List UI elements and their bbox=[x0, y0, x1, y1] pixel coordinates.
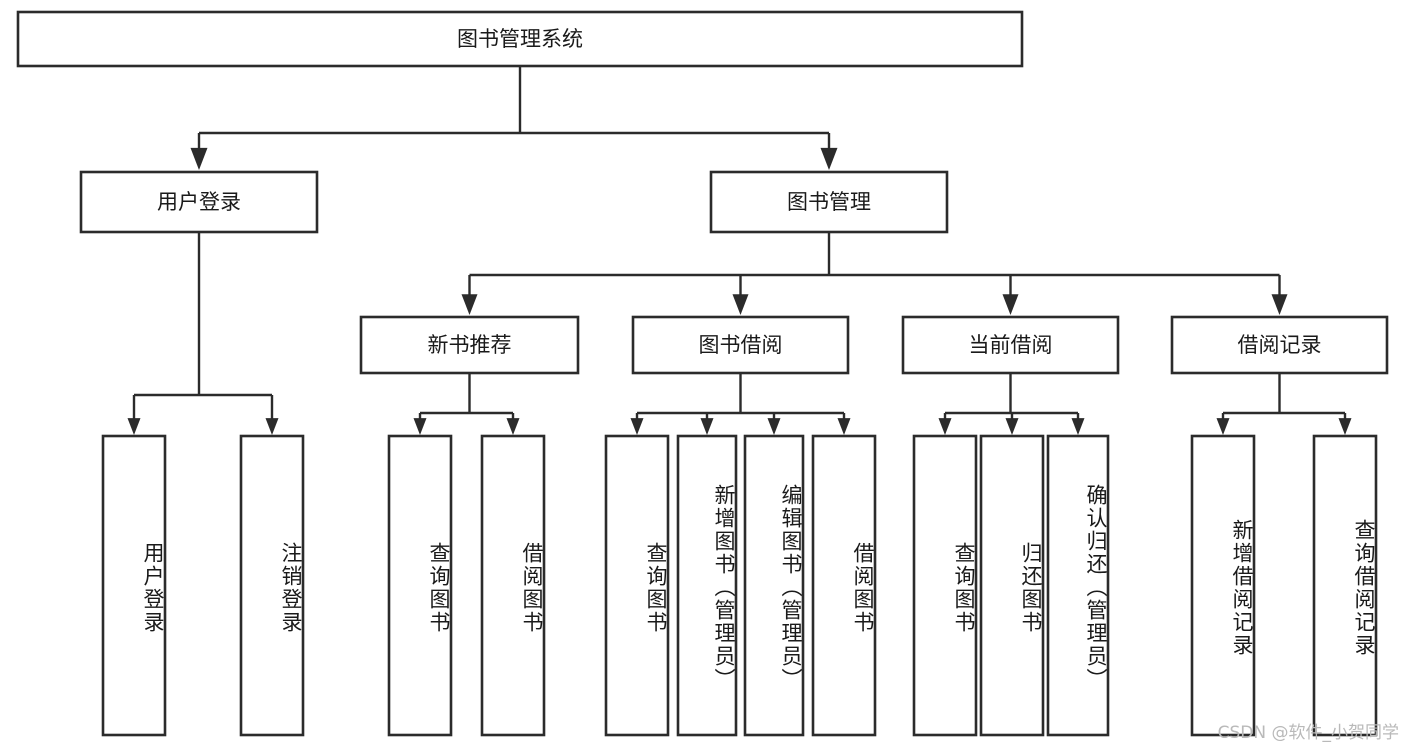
node-label-user-login: 用户登录 bbox=[157, 190, 241, 214]
node-box-leaf-query-book-2[interactable] bbox=[604, 434, 670, 737]
arrow-head-icon bbox=[700, 418, 714, 435]
connectors-layer bbox=[127, 66, 1352, 435]
arrow-head-icon bbox=[767, 418, 781, 435]
node-box-leaf-query-book-3[interactable] bbox=[912, 434, 978, 737]
node-label-book-manage: 图书管理 bbox=[787, 190, 871, 214]
node-box-book-manage[interactable] bbox=[709, 170, 949, 234]
node-box-leaf-add-book[interactable] bbox=[676, 434, 738, 737]
node-box-leaf-borrow-book-1[interactable] bbox=[480, 434, 546, 737]
node-label-current-borrow: 当前借阅 bbox=[969, 333, 1053, 357]
arrow-head-icon bbox=[1071, 418, 1085, 435]
arrow-head-icon bbox=[265, 418, 279, 435]
boxes-layer bbox=[16, 10, 1389, 737]
arrow-head-icon bbox=[820, 147, 838, 170]
node-box-leaf-query-record[interactable] bbox=[1312, 434, 1378, 737]
arrow-head-icon bbox=[506, 418, 520, 435]
arrow-head-icon bbox=[1005, 418, 1019, 435]
node-box-current-borrow[interactable] bbox=[901, 315, 1120, 375]
arrow-head-icon bbox=[938, 418, 952, 435]
node-label-new-book-recommend: 新书推荐 bbox=[428, 333, 512, 357]
arrow-head-icon bbox=[190, 147, 208, 170]
node-box-leaf-add-record[interactable] bbox=[1190, 434, 1256, 737]
node-label-book-borrow: 图书借阅 bbox=[699, 333, 783, 357]
node-box-leaf-query-book-1[interactable] bbox=[387, 434, 453, 737]
arrow-head-icon bbox=[413, 418, 427, 435]
node-box-leaf-user-logout[interactable] bbox=[239, 434, 305, 737]
node-box-user-login[interactable] bbox=[79, 170, 319, 234]
arrow-head-icon bbox=[461, 294, 478, 315]
node-box-leaf-edit-book[interactable] bbox=[743, 434, 805, 737]
node-box-leaf-confirm-return[interactable] bbox=[1046, 434, 1110, 737]
node-box-leaf-user-login[interactable] bbox=[101, 434, 167, 737]
arrow-head-icon bbox=[1002, 294, 1019, 315]
node-box-borrow-record[interactable] bbox=[1170, 315, 1389, 375]
arrow-head-icon bbox=[1216, 418, 1230, 435]
arrow-head-icon bbox=[630, 418, 644, 435]
arrow-head-icon bbox=[1271, 294, 1288, 315]
node-label-borrow-record: 借阅记录 bbox=[1238, 333, 1322, 357]
node-box-new-book-recommend[interactable] bbox=[359, 315, 580, 375]
node-box-leaf-borrow-book-2[interactable] bbox=[811, 434, 877, 737]
node-box-root[interactable] bbox=[16, 10, 1024, 68]
arrow-head-icon bbox=[127, 418, 141, 435]
arrow-head-icon bbox=[732, 294, 749, 315]
node-box-leaf-return-book[interactable] bbox=[979, 434, 1045, 737]
arrow-head-icon bbox=[837, 418, 851, 435]
arrow-head-icon bbox=[1338, 418, 1352, 435]
node-box-book-borrow[interactable] bbox=[631, 315, 850, 375]
node-label-root: 图书管理系统 bbox=[457, 27, 583, 51]
watermark-text: CSDN @软件_小贺同学 bbox=[1217, 723, 1399, 743]
